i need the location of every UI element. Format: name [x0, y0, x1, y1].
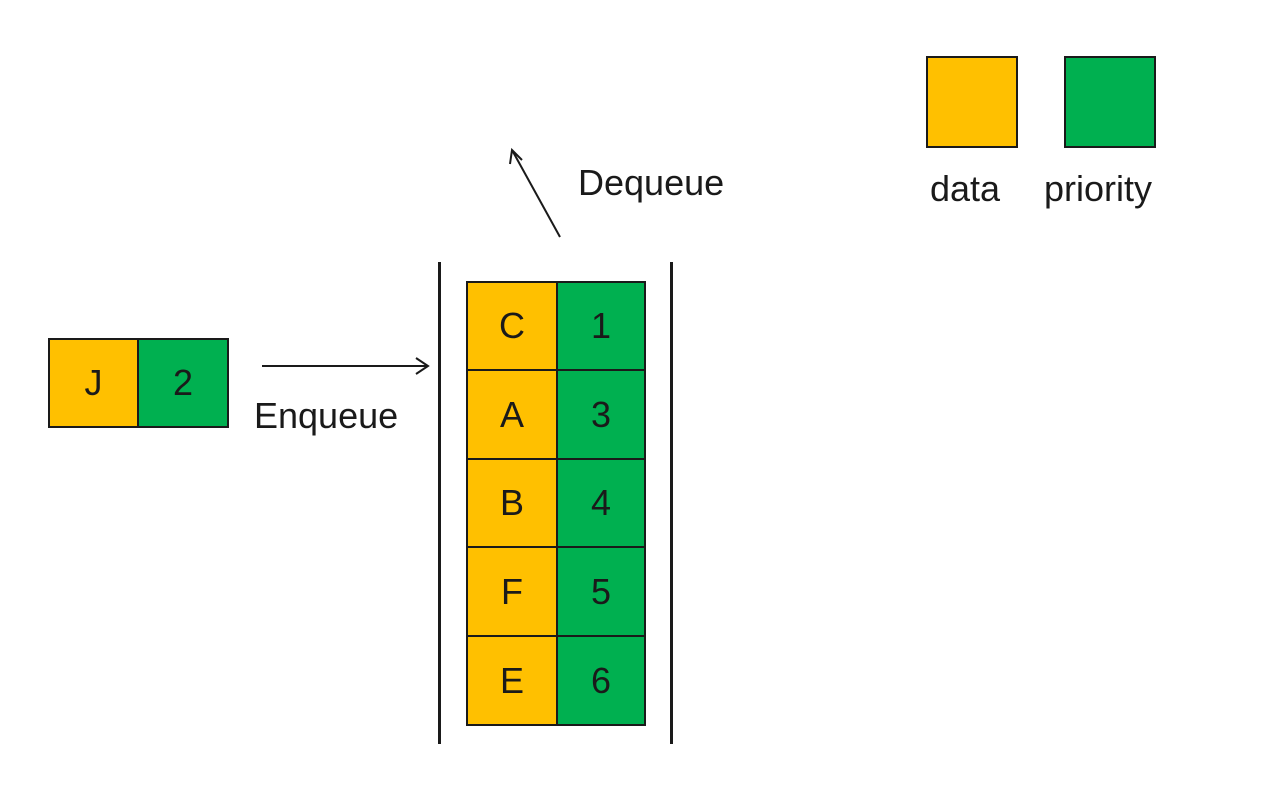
queue-data-cell: A: [466, 369, 558, 460]
incoming-priority-cell: 2: [137, 338, 229, 428]
legend-data-swatch: [926, 56, 1018, 148]
queue-data-cell: E: [466, 635, 558, 726]
legend-priority-label: priority: [1044, 168, 1153, 209]
enqueue-label: Enqueue: [254, 395, 399, 436]
legend-priority-swatch: [1064, 56, 1156, 148]
legend-data-label: data: [930, 168, 1001, 209]
queue-right-wall: [670, 262, 673, 744]
enqueue-arrow: [262, 357, 430, 375]
queue-priority-cell: 6: [556, 635, 646, 726]
queue-data-cell: B: [466, 458, 558, 548]
queue-priority-cell: 3: [556, 369, 646, 460]
queue-priority-cell: 4: [556, 458, 646, 548]
dequeue-arrow: [509, 147, 561, 238]
queue-data-cell: F: [466, 546, 558, 637]
queue-priority-cell: 5: [556, 546, 646, 637]
dequeue-label: Dequeue: [578, 162, 725, 203]
queue-left-wall: [438, 262, 441, 744]
queue-data-cell: C: [466, 281, 558, 371]
queue-priority-cell: 1: [556, 281, 646, 371]
